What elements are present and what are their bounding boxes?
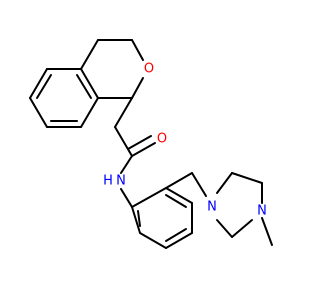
bond [29, 97, 48, 128]
bond [80, 97, 99, 128]
bond [131, 39, 144, 61]
structure-diagram: O O N H N N [29, 39, 273, 249]
bond [216, 172, 233, 194]
bond [216, 219, 233, 238]
amide-nitrogen-label: N [116, 174, 126, 189]
double-bond-inner [165, 228, 187, 242]
bond [80, 39, 99, 70]
ring-oxygen-label: O [144, 62, 154, 77]
bond [131, 77, 144, 99]
bond [114, 126, 133, 157]
molecule-structure: O O N H N N [29, 39, 273, 249]
bond [29, 68, 48, 99]
bond [120, 155, 133, 174]
amide-hydrogen-label: H [103, 174, 113, 189]
piperazine-nitrogen-2-label: N [257, 204, 267, 219]
bond [139, 232, 167, 249]
bond [261, 217, 273, 246]
bond [231, 172, 263, 184]
bond [120, 188, 133, 208]
bond [114, 97, 133, 128]
bond [191, 172, 207, 197]
bond [80, 68, 99, 99]
piperazine-nitrogen-1-label: N [207, 200, 217, 215]
double-bond-inner [36, 74, 52, 99]
bond [165, 172, 193, 189]
carbonyl-oxygen-label: O [157, 132, 167, 147]
bond [231, 219, 253, 238]
bond [131, 187, 167, 208]
carbonyl-bond [127, 135, 152, 150]
double-bond-inner [165, 194, 187, 208]
double-bond-inner [76, 74, 92, 99]
double-bond-inner [137, 210, 141, 227]
carbonyl-bond [131, 142, 156, 157]
bond [165, 232, 193, 249]
bond [165, 187, 193, 204]
bond [131, 206, 141, 234]
